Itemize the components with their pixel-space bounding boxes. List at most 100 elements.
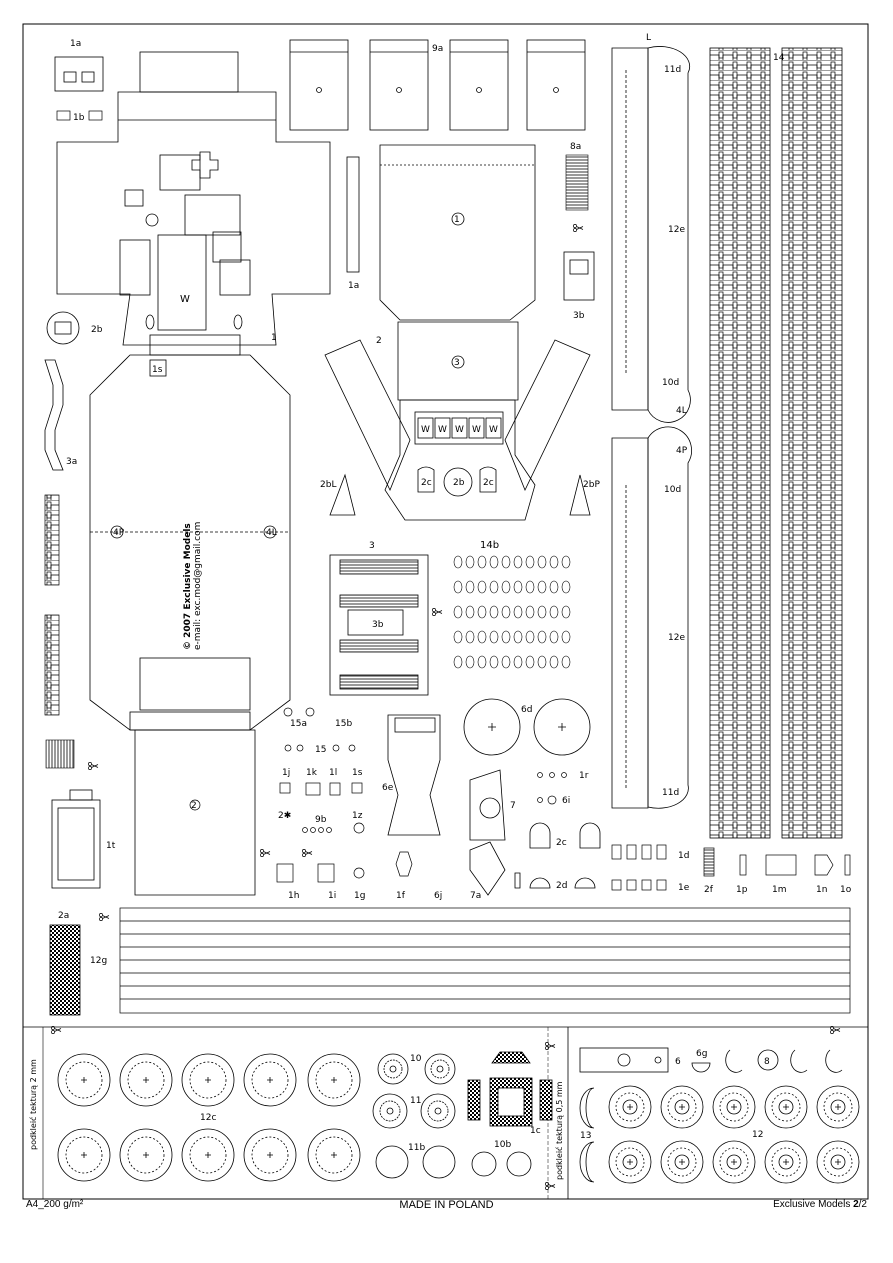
label-4l-hull: 4L [266, 528, 277, 538]
label-1s: 1s [152, 365, 163, 375]
label-l: L [646, 33, 651, 43]
label-7a: 7a [470, 891, 481, 901]
part-track-side-4p: 4P 10d 12e 11d [611, 426, 692, 809]
label-15a: 15a [290, 719, 307, 729]
label-w5: W [489, 425, 498, 435]
label-4l: 4L [676, 406, 687, 416]
label-2c: 2c [556, 838, 567, 848]
footer-page-total: /2 [858, 1199, 867, 1210]
part-6-6g-8: 6 6g 8 [579, 1047, 843, 1073]
part-3-deck [329, 554, 429, 696]
label-1o: 1o [840, 885, 852, 895]
label-w3: W [455, 425, 464, 435]
label-12e-top: 12e [668, 225, 685, 235]
label-6e: 6e [382, 783, 394, 793]
label-1n: 1n [816, 885, 827, 895]
label-1d: 1d [678, 851, 689, 861]
label-3b-deck: 3b [372, 620, 384, 630]
label-1i: 1i [328, 891, 336, 901]
part-13: 13 [579, 1087, 595, 1183]
part-12g [119, 907, 851, 1014]
label-6d: 6d [521, 705, 532, 715]
part-track-side-4l: L 4L 11d 12e 10d [611, 33, 691, 423]
footer-made-in: MADE IN POLAND [399, 1199, 494, 1211]
backing-05mm-label: podkleić tekturą 0,5 mm [554, 1081, 564, 1180]
label-1m: 1m [772, 885, 787, 895]
scissors-icon [260, 849, 271, 857]
part-2a: 2a [49, 911, 81, 1016]
scissors-icon [99, 913, 110, 921]
footer-brand: Exclusive Models [773, 1199, 854, 1210]
footer-paper-spec: A4_200 g/m² [26, 1199, 84, 1210]
label-13: 13 [580, 1131, 591, 1141]
label-11: 11 [410, 1096, 421, 1106]
backing-2mm-label: podkleić tekturą 2 mm [28, 1059, 38, 1150]
label-10d-top: 10d [662, 378, 679, 388]
label-1k: 1k [306, 768, 318, 778]
label-9a: 9a [432, 44, 443, 54]
label-2c-a: 2c [421, 478, 432, 488]
label-6j: 6j [434, 891, 442, 901]
label-6: 6 [675, 1057, 681, 1067]
label-1g: 1g [354, 891, 365, 901]
label-1-turret: 1 [454, 215, 460, 225]
label-10b: 10b [494, 1140, 511, 1150]
label-3a: 3a [66, 457, 77, 467]
part-1r-6i: 1r 6i [537, 771, 589, 806]
copyright-email: e-mail: exc.mod@gmail.com [193, 522, 203, 650]
scissors-icon [545, 1182, 556, 1190]
label-15: 15 [315, 745, 326, 755]
part-1t: 1t [51, 789, 116, 889]
label-1r: 1r [579, 771, 589, 781]
part-2b: 2b [46, 311, 103, 345]
label-w2: W [438, 425, 447, 435]
label-1l: 1l [329, 768, 337, 778]
label-2d: 2d [556, 881, 567, 891]
part-12c-wheels [57, 1053, 361, 1182]
part-8a: 8a [565, 142, 589, 232]
label-11d-bot: 11d [662, 788, 679, 798]
label-10: 10 [410, 1054, 422, 1064]
label-15b: 15b [335, 719, 352, 729]
scissors-icon [573, 224, 584, 232]
part-14b: 14b [453, 540, 571, 669]
part-3a: 3a [44, 359, 77, 471]
part-3b: 3b [563, 251, 595, 321]
label-1h: 1h [288, 891, 299, 901]
label-2a: 2a [58, 911, 69, 921]
label-2x: 2✱ [278, 811, 291, 821]
label-3b: 3b [573, 311, 585, 321]
label-14: 14 [773, 53, 785, 63]
part-9a [289, 39, 586, 131]
part-1a-strip [346, 156, 360, 273]
part-10-11 [372, 1053, 532, 1179]
part-strip-b [44, 614, 60, 716]
label-6i: 6i [562, 796, 570, 806]
part-15: 15a 15b 15 [283, 707, 356, 755]
label-14b: 14b [480, 540, 499, 551]
label-11d-top: 11d [664, 65, 681, 75]
label-8: 8 [764, 1057, 770, 1067]
label-1p: 1p [736, 885, 748, 895]
part-6e [387, 714, 441, 836]
label-9b: 9b [315, 815, 327, 825]
label-1z: 1z [352, 811, 363, 821]
label-2b: 2b [91, 325, 103, 335]
part-2c-2d: 2c 2d [514, 822, 601, 891]
label-1e: 1e [678, 883, 690, 893]
label-2b-b: 2b [453, 478, 465, 488]
label-12: 12 [752, 1130, 763, 1140]
part-strip-c [45, 739, 75, 769]
label-12c: 12c [200, 1113, 216, 1123]
part-right-small: 2f 1p 1m 1n 1o [703, 847, 852, 895]
scissors-icon [88, 762, 99, 770]
label-2-circle: 2 [191, 801, 197, 811]
label-1j: 1j [282, 768, 290, 778]
sheet-border [22, 23, 869, 1200]
part-1d-1e: 1d 1e [611, 844, 690, 893]
label-2-turret: 2 [376, 336, 382, 346]
part-side-flaps [324, 339, 591, 516]
part-2-hull-bottom [89, 354, 291, 896]
label-12g: 12g [90, 956, 107, 966]
label-3-turret: 3 [454, 358, 460, 368]
